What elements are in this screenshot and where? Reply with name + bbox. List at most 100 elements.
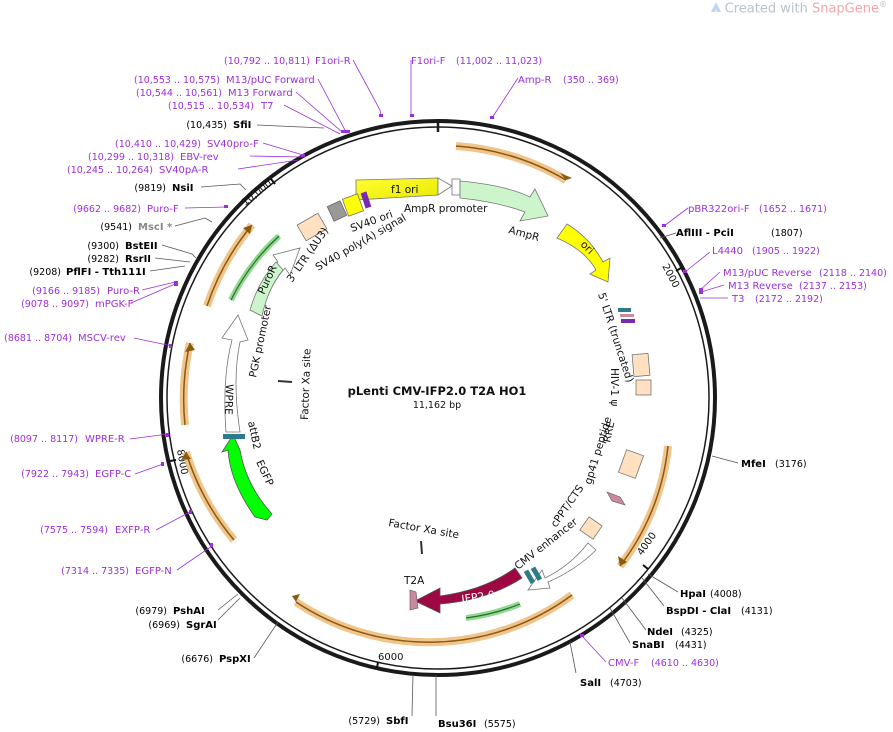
enzyme-pflfi-pos: (9208) bbox=[29, 267, 61, 278]
t2a-shape bbox=[409, 589, 419, 611]
label-pgk-promoter: PGK promoter bbox=[247, 304, 274, 379]
enzyme-afliii-pcii: AflIII - PciI bbox=[676, 228, 734, 239]
primer-amp-r-range: (350 .. 369) bbox=[563, 75, 619, 86]
primer-ebv-rev: EBV-rev bbox=[180, 152, 219, 163]
primer-pbr322ori-f: pBR322ori-F bbox=[688, 204, 750, 215]
enzyme-pshai-pos: (6979) bbox=[135, 606, 167, 617]
enzyme-hpai: HpaI bbox=[680, 589, 706, 600]
primer-f1ori-f: F1ori-F bbox=[411, 56, 446, 67]
ori-arrow bbox=[556, 223, 611, 283]
primer-egfp-n-range: (7314 .. 7335) bbox=[61, 566, 129, 577]
primer-ebv-rev-range: (10,299 .. 10,318) bbox=[88, 152, 174, 163]
primer-cmv-f: CMV-F bbox=[608, 658, 639, 669]
wpre-arrow bbox=[221, 314, 249, 433]
enzyme-sfii: SfiI bbox=[233, 120, 251, 131]
enzyme-pflfi: PflFI - Tth111I bbox=[66, 267, 146, 278]
label-f1-ori: f1 ori bbox=[391, 184, 418, 196]
primer-mscv-rev: MSCV-rev bbox=[78, 333, 126, 344]
primer-puro-f-range: (9662 .. 9682) bbox=[73, 204, 141, 215]
cmv-enhancer-arrow bbox=[527, 542, 597, 591]
enzyme-bsteii-pos: (9300) bbox=[87, 241, 119, 252]
snapgene-watermark: Created with SnapGene® bbox=[710, 0, 887, 17]
primer-m13puc-rev: M13/pUC Reverse bbox=[723, 268, 812, 279]
enzyme-mfei-pos: (3176) bbox=[775, 459, 807, 470]
puror-arrow bbox=[249, 261, 284, 317]
primer-puro-f: Puro-F bbox=[147, 204, 179, 215]
egfp-arrow bbox=[221, 434, 273, 521]
label-ifp: IFP2.0 bbox=[461, 588, 496, 606]
primer-sv40pa-r-range: (10,245 .. 10,264) bbox=[67, 165, 153, 176]
primer-l4440-range: (1905 .. 1922) bbox=[752, 246, 820, 257]
primer-labels-top: F1ori-F (11,002 .. 11,023) Amp-R (350 ..… bbox=[411, 56, 619, 86]
primer-exfp-r-range: (7575 .. 7594) bbox=[40, 525, 108, 536]
primer-f1ori-r-range: (10,792 .. 10,811) bbox=[224, 56, 310, 67]
primer-m13-fwd-range: (10,544 .. 10,561) bbox=[136, 88, 222, 99]
plasmid-name: pLenti CMV-IFP2.0 T2A HO1 bbox=[348, 384, 527, 398]
enzyme-sbfi-pos: (5729) bbox=[348, 716, 380, 727]
primer-t3-range: (2172 .. 2192) bbox=[755, 294, 823, 305]
enzyme-sali: SalI bbox=[580, 678, 601, 689]
enzyme-nsii: NsiI bbox=[172, 183, 193, 194]
primer-t7: T7 bbox=[260, 101, 273, 112]
primer-egfp-c: EGFP-C bbox=[95, 469, 131, 480]
enzyme-sbfi: SbfI bbox=[386, 716, 408, 727]
primer-labels-right: pBR322ori-F (1652 .. 1671) L4440 (1905 .… bbox=[608, 204, 887, 669]
tick-6000: 6000 bbox=[378, 652, 403, 663]
ifp-orf-arc bbox=[465, 601, 522, 621]
tick-2000: 2000 bbox=[659, 262, 681, 290]
primer-m13-fwd: M13 Forward bbox=[228, 88, 293, 99]
enzyme-sgrai-pos: (6969) bbox=[148, 620, 180, 631]
enzyme-mfei: MfeI bbox=[741, 459, 766, 470]
label-egfp: EGFP bbox=[253, 458, 275, 488]
enzyme-hpai-pos: (4008) bbox=[710, 589, 742, 600]
enzyme-bspdi-clai: BspDI - ClaI bbox=[666, 606, 731, 617]
tick-10000: 10,000 bbox=[240, 178, 274, 208]
primer-f1ori-f-range: (11,002 .. 11,023) bbox=[456, 56, 542, 67]
enzyme-bsu36i-pos: (5575) bbox=[484, 719, 516, 730]
label-gp41-peptide: gp41 peptide bbox=[582, 415, 614, 485]
primer-marks bbox=[161, 114, 703, 637]
enzyme-pspxi-pos: (6676) bbox=[181, 654, 213, 665]
primer-m13puc-rev-range: (2118 .. 2140) bbox=[819, 268, 887, 279]
enzyme-afliii-pcii-pos: (1807) bbox=[771, 228, 803, 239]
primer-egfp-n: EGFP-N bbox=[135, 566, 172, 577]
primer-egfp-c-range: (7922 .. 7943) bbox=[21, 469, 89, 480]
label-rre: RRE bbox=[601, 420, 617, 443]
enzyme-msci-pos: (9541) bbox=[100, 222, 132, 233]
label-factor-xa-1: Factor Xa site bbox=[387, 517, 459, 541]
enzyme-pshai: PshAI bbox=[173, 606, 205, 617]
primer-exfp-r: EXFP-R bbox=[115, 525, 150, 536]
enzyme-snabi-pos: (4431) bbox=[675, 640, 707, 651]
label-factor-xa-2: Factor Xa site bbox=[299, 348, 313, 420]
label-hiv-psi: HIV-1 ψ bbox=[608, 368, 620, 406]
watermark-registered: ® bbox=[879, 0, 887, 9]
enzyme-snabi: SnaBI bbox=[632, 640, 664, 651]
primer-mpgk-f: mPGK-F bbox=[95, 299, 134, 310]
primer-puro-r: Puro-R bbox=[107, 286, 140, 297]
primer-t3: T3 bbox=[731, 294, 744, 305]
enzyme-labels-right: AflIII - PciI (1807) MfeI (3176) HpaI (4… bbox=[438, 228, 807, 730]
label-wpre: WPRE bbox=[222, 384, 235, 415]
orf-arcs bbox=[179, 142, 672, 647]
label-t2a: T2A bbox=[403, 575, 425, 587]
primer-cmv-f-range: (4610 .. 4630) bbox=[651, 658, 719, 669]
primer-m13-rev-range: (2137 .. 2153) bbox=[799, 281, 867, 292]
primer-l4440: L4440 bbox=[712, 246, 743, 257]
enzyme-sfii-pos: (10,435) bbox=[186, 120, 227, 131]
primer-amp-r: Amp-R bbox=[518, 75, 552, 86]
primer-f1ori-r: F1ori-R bbox=[315, 56, 351, 67]
watermark-prefix: Created with bbox=[724, 1, 808, 17]
enzyme-pspxi: PspXI bbox=[219, 654, 251, 665]
enzyme-sgrai: SgrAI bbox=[186, 620, 217, 631]
enzyme-bsteii: BstEII bbox=[125, 241, 158, 252]
primer-labels-left: (10,792 .. 10,811) F1ori-R (10,553 .. 10… bbox=[4, 56, 351, 577]
primer-wpre-r-range: (8097 .. 8117) bbox=[10, 434, 78, 445]
primer-t7-range: (10,515 .. 10,534) bbox=[168, 101, 254, 112]
enzyme-labels-left: (10,435) SfiI (9819) NsiI (9541) MscI * … bbox=[29, 120, 408, 727]
primer-mscv-rev-range: (8681 .. 8704) bbox=[4, 333, 72, 344]
primer-wpre-r: WPRE-R bbox=[85, 434, 125, 445]
enzyme-msci: MscI * bbox=[138, 222, 173, 233]
label-attb2: attB2 bbox=[245, 420, 263, 450]
label-ampr: AmpR bbox=[507, 224, 540, 244]
